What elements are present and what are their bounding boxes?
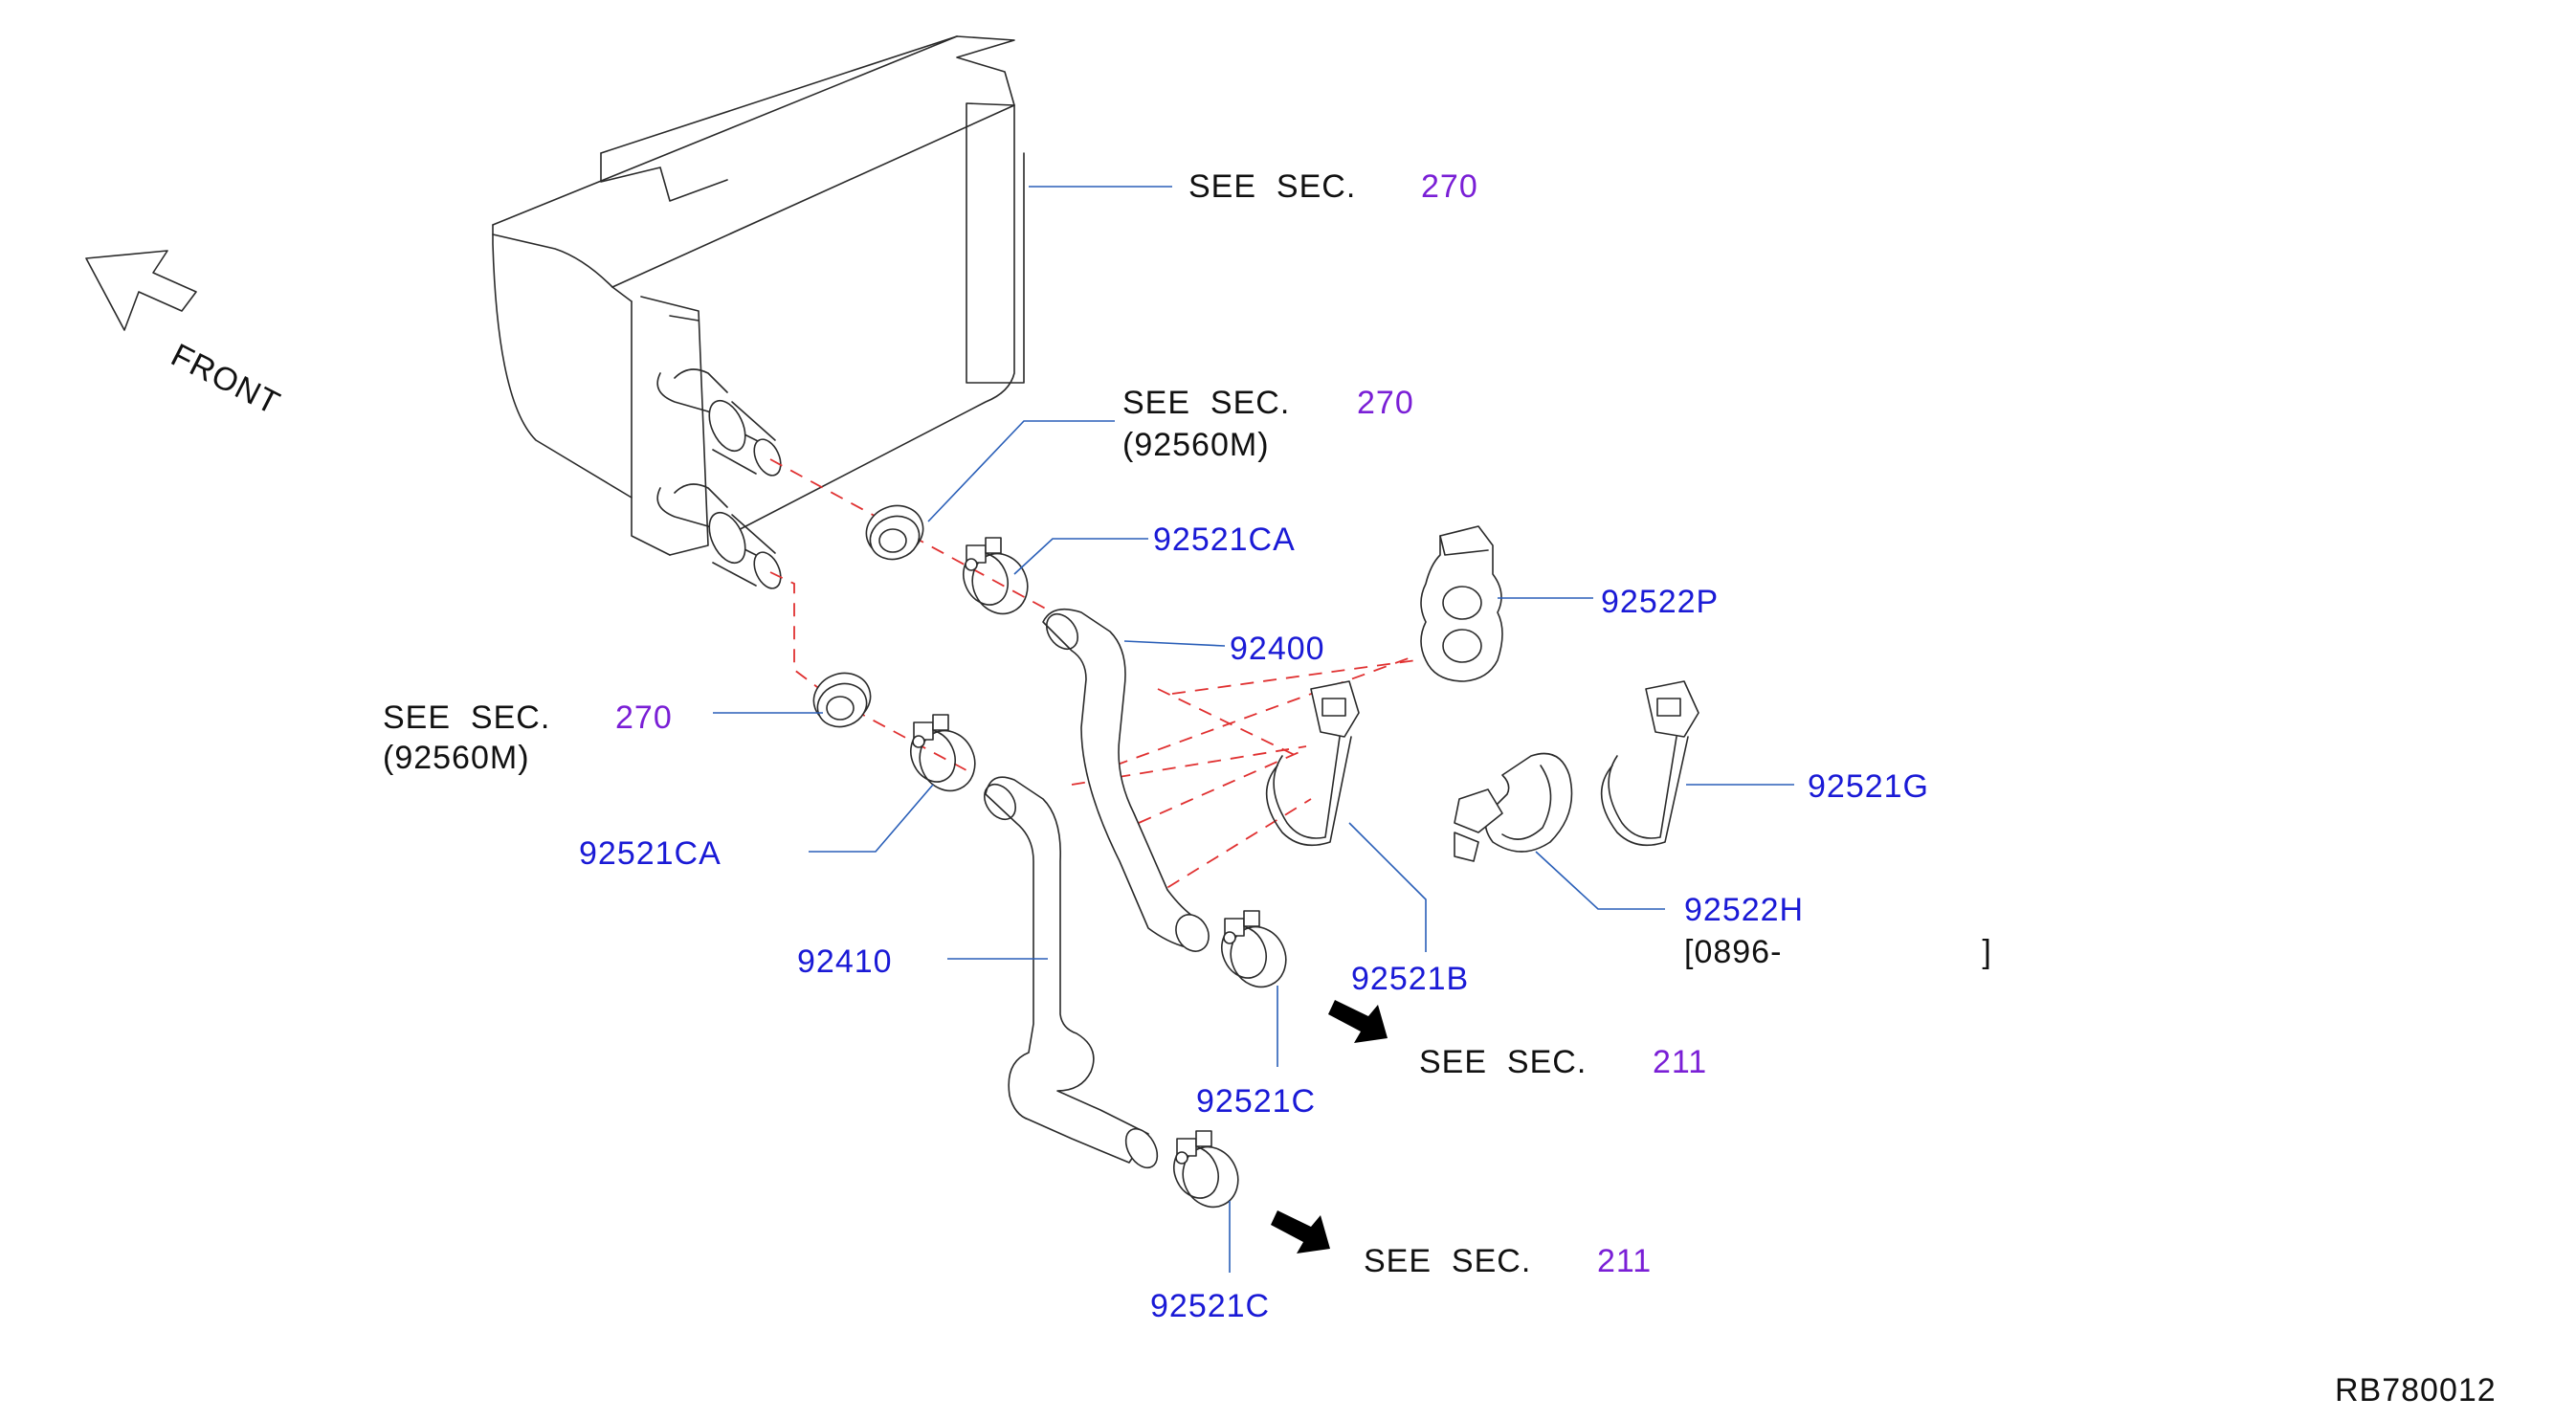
hose-92400 — [1042, 608, 1210, 952]
part-92522H-date-range: [0896- ] — [1684, 934, 1992, 970]
see-sec-mid-number[interactable]: 270 — [1357, 385, 1414, 421]
see-sec-211-upper-number[interactable]: 211 — [1653, 1044, 1708, 1080]
part-92521C-upper[interactable]: 92521C — [1196, 1083, 1317, 1120]
see-sec-211-upper-label: SEE SEC. — [1419, 1044, 1588, 1080]
part-92410[interactable]: 92410 — [797, 943, 893, 980]
part-92521CA-upper[interactable]: 92521CA — [1153, 521, 1296, 558]
clamp-92521CA-upper — [963, 537, 1029, 615]
front-arrow-icon — [85, 250, 197, 331]
grommet-upper — [865, 504, 924, 561]
part-92522H[interactable]: 92522H — [1684, 892, 1805, 928]
see-sec-211-lower-number[interactable]: 211 — [1597, 1243, 1653, 1279]
clamp-92521C-upper — [1221, 910, 1287, 988]
heater-unit — [492, 35, 1025, 589]
see-sec-mid-label: SEE SEC. — [1122, 385, 1291, 421]
part-92522P[interactable]: 92522P — [1601, 584, 1720, 620]
strap-92521G — [1600, 680, 1699, 847]
strap-92521B — [1265, 680, 1360, 847]
see-sec-left-number[interactable]: 270 — [615, 699, 673, 736]
clip-92522H — [1454, 752, 1573, 862]
part-92400[interactable]: 92400 — [1230, 631, 1325, 667]
grommet-lower — [812, 672, 872, 728]
see-sec-211-lower-label: SEE SEC. — [1364, 1243, 1532, 1279]
see-sec-mid-sub: (92560M) — [1122, 427, 1270, 463]
clamp-92521CA-lower — [910, 714, 976, 792]
clamp-92521C-lower — [1173, 1130, 1239, 1209]
holder-92522P — [1420, 525, 1503, 682]
part-92521B[interactable]: 92521B — [1351, 961, 1470, 997]
see-sec-left-label: SEE SEC. — [383, 699, 551, 736]
leader-lines — [713, 186, 1794, 1273]
hose-92410 — [983, 776, 1159, 1169]
see-sec-top-label: SEE SEC. — [1188, 168, 1357, 205]
part-92521C-lower[interactable]: 92521C — [1150, 1288, 1271, 1324]
diagram-reference-code: RB780012 — [2335, 1372, 2497, 1409]
part-92521CA-lower[interactable]: 92521CA — [579, 835, 722, 872]
see-sec-left-sub: (92560M) — [383, 740, 530, 776]
part-92521G[interactable]: 92521G — [1808, 768, 1929, 805]
assembly-dashed-lines — [769, 458, 1417, 900]
arrow-211-upper-icon — [1328, 1000, 1388, 1043]
arrow-211-lower-icon — [1271, 1210, 1330, 1254]
see-sec-top-number[interactable]: 270 — [1421, 168, 1478, 205]
